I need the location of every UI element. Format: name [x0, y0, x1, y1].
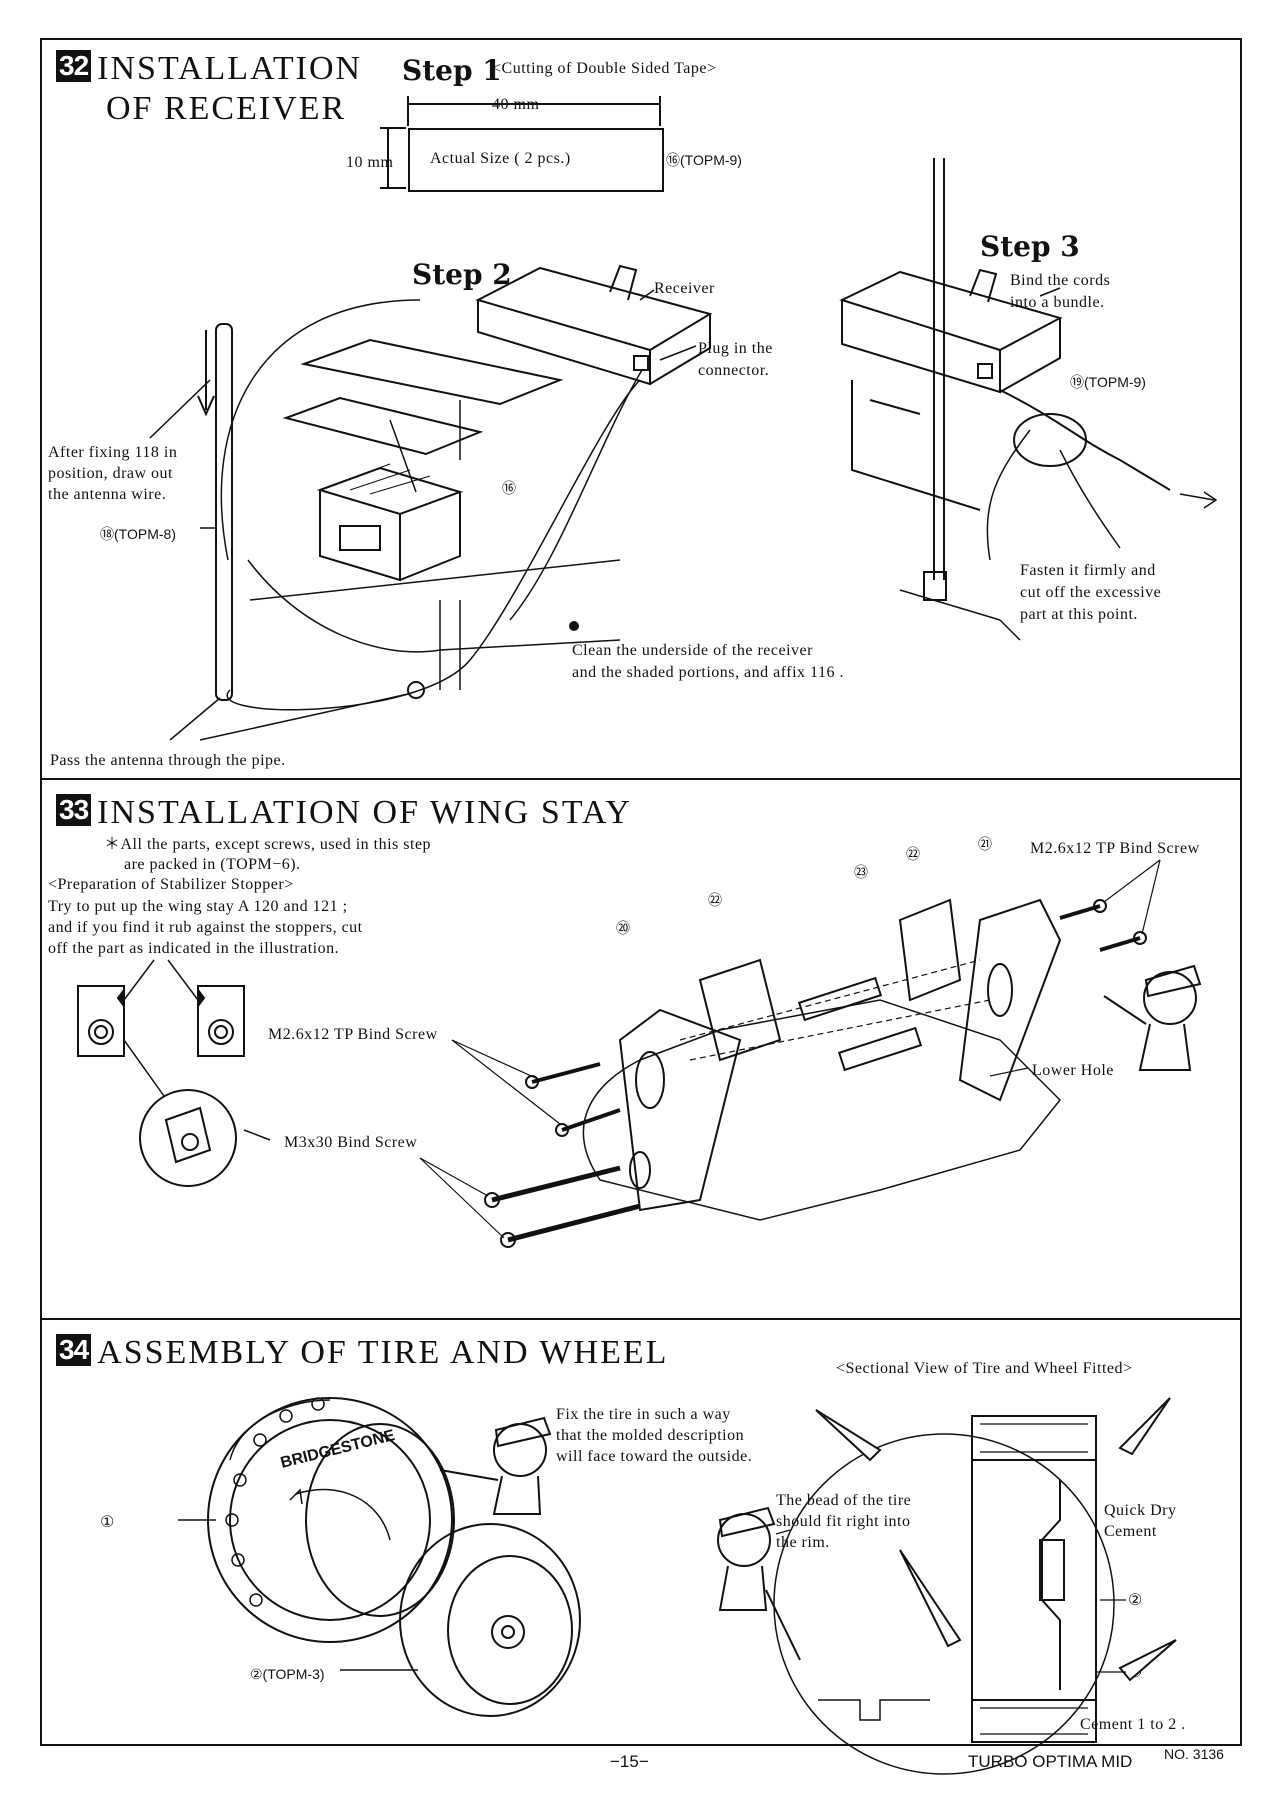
section-title: INSTALLATION OF WING STAY [97, 794, 632, 831]
receiver-label: Receiver [654, 280, 715, 297]
bead-note-l1: The bead of the tire [776, 1492, 912, 1509]
tire-brand-text: BRIDGESTONE [279, 1427, 397, 1472]
screw-label-b: M3x30 Bind Screw [284, 1134, 418, 1151]
tape-height-dimension: 10 mm [346, 154, 394, 171]
section-32-heading: 32 INSTALLATION [56, 50, 362, 88]
after-fixing-l1: After fixing 118 in [48, 444, 178, 461]
section-divider [40, 778, 1240, 780]
cord-bundle-illustration [839, 158, 1218, 641]
fasten-note-l3: part at this point. [1020, 606, 1138, 623]
section-number-badge: 32 [56, 50, 92, 82]
plug-note-l2: connector. [698, 362, 770, 379]
section-33-heading: 33 INSTALLATION OF WING STAY [56, 794, 632, 832]
tape-dimension-lines [380, 96, 661, 189]
screw-label-c: M2.6x12 TP Bind Screw [1030, 840, 1200, 857]
part-122-ref-a: ㉒ [708, 892, 722, 908]
section-ref-2: ② [1128, 1592, 1143, 1609]
fix-tire-l2: that the molded description [556, 1427, 745, 1444]
fasten-note-l1: Fasten it firmly and [1020, 562, 1156, 579]
sectional-view-caption: <Sectional View of Tire and Wheel Fitted… [836, 1360, 1133, 1377]
wing-stay-assembly [419, 859, 1202, 1248]
cement-note: Cement 1 to 2 . [1080, 1716, 1186, 1733]
step1-label: Step 1 [402, 54, 502, 87]
section-number-badge: 34 [56, 1334, 92, 1366]
lower-hole-label: Lower Hole [1032, 1062, 1114, 1079]
tie-part-ref: ⑲(TOPM-9) [1070, 374, 1146, 390]
after-fixing-l2: position, draw out [48, 465, 173, 482]
fix-tire-l1: Fix the tire in such a way [556, 1406, 731, 1423]
bead-note-l2: should fit right into [776, 1513, 911, 1530]
prep-caption: <Preparation of Stabilizer Stopper> [48, 876, 294, 893]
step3-label: Step 3 [980, 230, 1080, 263]
after-fixing-l3: the antenna wire. [48, 486, 167, 503]
section-34-heading: 34 ASSEMBLY OF TIRE AND WHEEL [56, 1334, 668, 1372]
model-number: NO. 3136 [1164, 1746, 1224, 1762]
bead-note-l3: the rim. [776, 1534, 830, 1551]
model-name: TURBO OPTIMA MID [968, 1752, 1133, 1771]
tire-wheel-illustration: BRIDGESTONE [178, 1397, 581, 1717]
tape-actual-size-box: Actual Size ( 2 pcs.) [408, 128, 664, 192]
fasten-note-l2: cut off the excessive [1020, 584, 1162, 601]
try-l2: and if you find it rub against the stopp… [48, 919, 363, 936]
page-frame [40, 38, 1242, 1746]
tape-part-ref: ⑯(TOPM-9) [666, 152, 742, 168]
clean-note-l2: and the shaded portions, and affix 116 . [572, 664, 844, 681]
screw-label-a: M2.6x12 TP Bind Screw [268, 1026, 438, 1043]
quick-dry-l1: Quick Dry [1104, 1502, 1177, 1519]
section-title: INSTALLATION [97, 50, 363, 87]
try-l3: off the part as indicated in the illustr… [48, 940, 340, 957]
bind-note-l2: into a bundle. [1010, 294, 1105, 311]
fix-tire-l3: will face toward the outside. [556, 1448, 753, 1465]
clean-note-l1: Clean the underside of the receiver [572, 642, 813, 659]
page-number: −15− [610, 1752, 649, 1771]
pipe-part-ref: ⑱(TOPM-8) [100, 526, 176, 542]
section-title: ASSEMBLY OF TIRE AND WHEEL [97, 1334, 669, 1371]
tire-part-ref: ① [100, 1514, 115, 1531]
tape-ref-marker: ⑯ [502, 480, 516, 496]
part-121-ref: ㉑ [978, 836, 992, 852]
wheel-part-ref: ②(TOPM-3) [250, 1666, 325, 1682]
receiver-install-illustration [149, 264, 713, 741]
part-120-ref: ⑳ [616, 920, 630, 936]
try-l1: Try to put up the wing stay A 120 and 12… [48, 898, 348, 915]
plug-note-l1: Plug in the [698, 340, 773, 357]
step2-label: Step 2 [412, 258, 512, 291]
bind-note-l1: Bind the cords [1010, 272, 1111, 289]
part-123-ref: ㉓ [854, 864, 868, 880]
part-122-ref-b: ㉒ [906, 846, 920, 862]
step1-caption: <Cutting of Double Sided Tape> [492, 60, 717, 77]
note-line1: ＊All the parts, except screws, used in t… [104, 836, 432, 853]
note-line2: are packed in (TOPM−6). [124, 856, 301, 873]
stabilizer-stopper-diagram [77, 959, 271, 1187]
section-divider [40, 1318, 1240, 1320]
quick-dry-l2: Cement [1104, 1523, 1157, 1540]
section-number-badge: 33 [56, 794, 92, 826]
pass-antenna-note: Pass the antenna through the pipe. [50, 752, 286, 769]
section-title-line2: OF RECEIVER [106, 90, 347, 127]
tape-box-text: Actual Size ( 2 pcs.) [430, 150, 571, 167]
tire-sectional-view [717, 1397, 1177, 1775]
